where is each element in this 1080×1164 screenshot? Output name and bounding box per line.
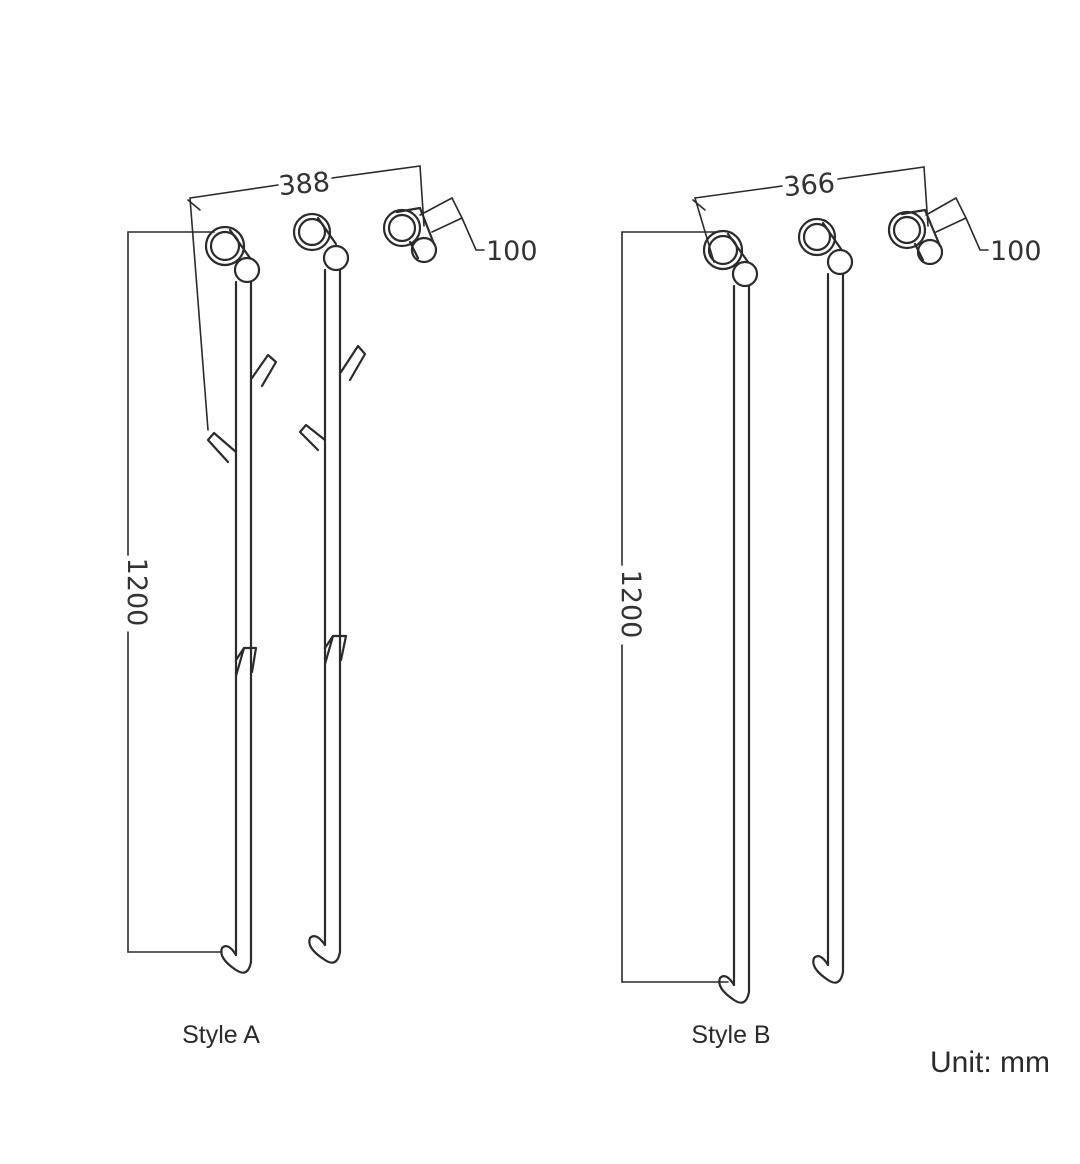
style-b-bar-side <box>887 208 944 266</box>
style-a-caption: Style A <box>182 1021 260 1049</box>
style-a-height-label: 1200 <box>121 558 152 627</box>
unit-label: Unit: mm <box>930 1046 1050 1079</box>
style-a-bar-middle <box>292 212 367 964</box>
style-a-bar-front <box>204 225 278 974</box>
style-b-depth-dimension: 100 <box>925 197 1042 267</box>
style-b-width-label: 366 <box>782 168 836 203</box>
style-b-depth-label: 100 <box>990 236 1042 267</box>
style-a-depth-label: 100 <box>486 236 538 267</box>
style-a-bar-side <box>382 206 438 264</box>
style-b-bar-middle <box>797 217 854 984</box>
style-a-width-label: 388 <box>277 167 331 202</box>
style-a-drawing: 388 100 1200 <box>121 165 538 974</box>
style-b-width-dimension: 366 <box>692 166 929 263</box>
style-b-bar-front <box>702 229 759 1004</box>
style-b-caption: Style B <box>691 1021 770 1049</box>
style-b-height-label: 1200 <box>615 570 646 639</box>
style-b-height-dimension: 1200 <box>615 231 729 983</box>
style-a-width-dimension: 388 <box>187 165 425 431</box>
style-a-height-dimension: 1200 <box>121 231 223 953</box>
style-b-drawing: 366 100 1200 <box>615 166 1042 1004</box>
style-a-depth-dimension: 100 <box>419 197 538 267</box>
